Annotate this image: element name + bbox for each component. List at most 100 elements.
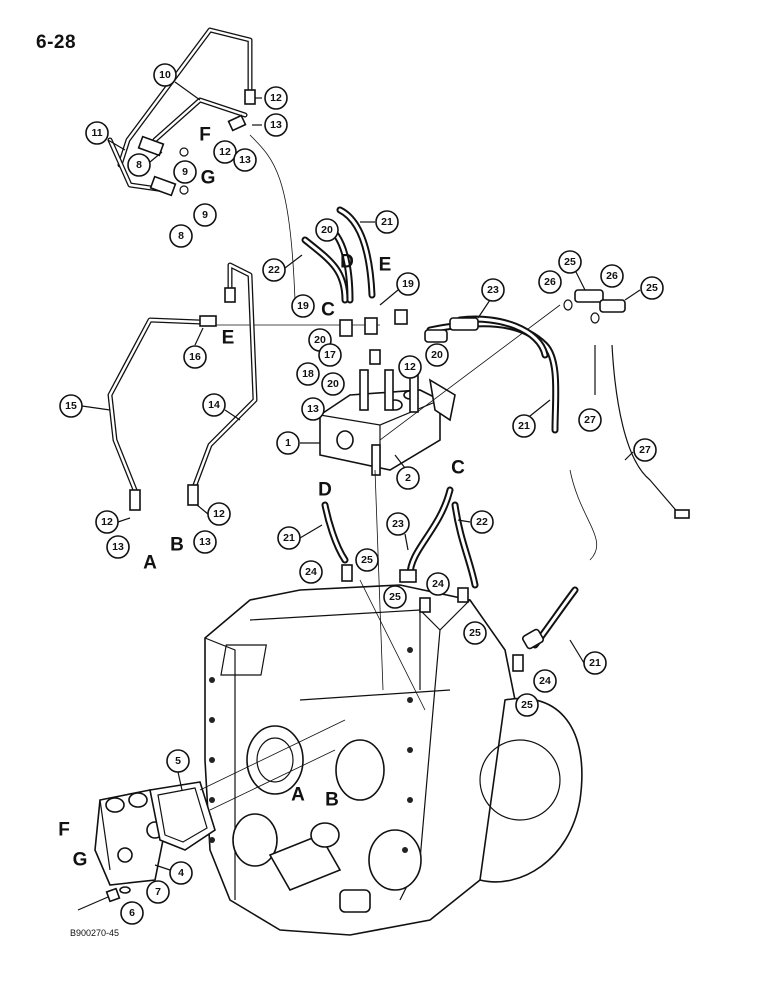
svg-text:27: 27 bbox=[584, 414, 596, 426]
fittings bbox=[129, 89, 690, 672]
callout-4: 4 bbox=[154, 861, 193, 885]
callout-21: 21 bbox=[512, 399, 551, 438]
port-label: E bbox=[379, 255, 392, 276]
tube-28 bbox=[594, 344, 681, 516]
callout-10: 10 bbox=[153, 63, 201, 101]
callout-25: 25 bbox=[515, 693, 539, 717]
svg-text:23: 23 bbox=[392, 518, 404, 530]
svg-text:16: 16 bbox=[189, 351, 201, 363]
control-valve bbox=[319, 369, 456, 476]
figure-code: B900270-45 bbox=[70, 928, 120, 938]
svg-text:21: 21 bbox=[589, 657, 601, 669]
callout-21: 21 bbox=[277, 524, 323, 550]
callout-22: 22 bbox=[262, 254, 303, 282]
callout-21: 21 bbox=[569, 639, 607, 675]
svg-text:25: 25 bbox=[469, 627, 481, 639]
callout-22: 22 bbox=[457, 510, 494, 534]
callout-12: 12 bbox=[255, 86, 288, 110]
svg-text:8: 8 bbox=[136, 159, 142, 171]
callout-12: 12 bbox=[398, 355, 422, 379]
callout-24: 24 bbox=[426, 572, 450, 596]
svg-text:24: 24 bbox=[432, 578, 444, 590]
svg-text:17: 17 bbox=[324, 349, 336, 361]
svg-text:21: 21 bbox=[283, 532, 295, 544]
callout-25: 25 bbox=[463, 621, 487, 645]
port-label: C bbox=[451, 458, 465, 479]
svg-text:15: 15 bbox=[65, 400, 77, 412]
port-label: F bbox=[199, 125, 211, 146]
callout-11: 11 bbox=[85, 121, 126, 151]
port-label: B bbox=[325, 790, 339, 811]
callout-6: 6 bbox=[120, 901, 144, 925]
port-label: G bbox=[201, 168, 216, 189]
port-label: A bbox=[143, 553, 157, 574]
callout-20: 20 bbox=[425, 343, 449, 367]
svg-text:6: 6 bbox=[129, 907, 135, 919]
svg-text:26: 26 bbox=[544, 276, 556, 288]
port-labels: F G D E C E A B D C A B F G bbox=[58, 125, 465, 871]
callout-25: 25 bbox=[383, 585, 407, 609]
svg-text:8: 8 bbox=[178, 230, 184, 242]
svg-text:18: 18 bbox=[302, 368, 314, 380]
callout-15: 15 bbox=[59, 394, 111, 418]
callout-23: 23 bbox=[386, 512, 410, 551]
port-label: D bbox=[340, 252, 354, 273]
svg-text:13: 13 bbox=[270, 119, 282, 131]
svg-text:11: 11 bbox=[91, 127, 102, 139]
svg-text:1: 1 bbox=[285, 437, 291, 449]
callout-9: 9 bbox=[193, 203, 217, 227]
tube-14 bbox=[192, 262, 258, 488]
tube-15 bbox=[107, 317, 203, 493]
port-label: F bbox=[58, 820, 70, 841]
callout-24: 24 bbox=[533, 669, 557, 693]
transmission-housing bbox=[204, 584, 583, 936]
gasket bbox=[149, 781, 216, 851]
callout-7: 7 bbox=[146, 880, 170, 904]
callout-16: 16 bbox=[183, 327, 207, 369]
callout-19: 19 bbox=[379, 272, 420, 306]
callout-13: 13 bbox=[301, 397, 325, 421]
svg-text:12: 12 bbox=[219, 146, 231, 158]
page-number: 6-28 bbox=[36, 32, 77, 53]
svg-text:13: 13 bbox=[307, 403, 319, 415]
svg-text:26: 26 bbox=[606, 270, 618, 282]
svg-text:10: 10 bbox=[159, 69, 171, 81]
port-label: B bbox=[170, 535, 184, 556]
callout-8: 8 bbox=[127, 151, 163, 177]
svg-text:25: 25 bbox=[361, 554, 373, 566]
svg-text:12: 12 bbox=[404, 361, 416, 373]
guide-lines bbox=[199, 134, 598, 811]
svg-text:20: 20 bbox=[321, 224, 333, 236]
callout-12: 12 bbox=[95, 510, 131, 534]
callout-2: 2 bbox=[394, 454, 420, 490]
callout-5: 5 bbox=[166, 749, 190, 791]
callout-13: 13 bbox=[106, 535, 130, 559]
port-label: E bbox=[222, 328, 235, 349]
svg-text:20: 20 bbox=[314, 334, 326, 346]
svg-text:20: 20 bbox=[327, 378, 339, 390]
svg-text:24: 24 bbox=[305, 566, 317, 578]
svg-text:20: 20 bbox=[431, 349, 443, 361]
callout-28: 27 bbox=[578, 408, 602, 432]
callout-26: 25 bbox=[558, 250, 586, 291]
svg-text:21: 21 bbox=[518, 420, 530, 432]
svg-text:12: 12 bbox=[213, 508, 225, 520]
mounting-bolt bbox=[77, 886, 131, 911]
svg-text:4: 4 bbox=[178, 867, 184, 879]
svg-text:21: 21 bbox=[381, 216, 393, 228]
callout-28: 27 bbox=[624, 438, 657, 462]
svg-text:22: 22 bbox=[476, 516, 488, 528]
svg-text:9: 9 bbox=[202, 209, 208, 221]
svg-text:7: 7 bbox=[155, 886, 161, 898]
svg-text:24: 24 bbox=[539, 675, 551, 687]
callout-27: 26 bbox=[600, 264, 624, 288]
svg-text:5: 5 bbox=[175, 755, 181, 767]
callout-27: 26 bbox=[538, 270, 562, 294]
callout-8: 8 bbox=[169, 224, 193, 248]
svg-text:12: 12 bbox=[101, 516, 113, 528]
callout-26: 25 bbox=[624, 276, 664, 301]
svg-text:14: 14 bbox=[208, 399, 220, 411]
callout-20: 20 bbox=[321, 372, 345, 396]
svg-text:22: 22 bbox=[268, 264, 280, 276]
svg-text:25: 25 bbox=[521, 699, 533, 711]
